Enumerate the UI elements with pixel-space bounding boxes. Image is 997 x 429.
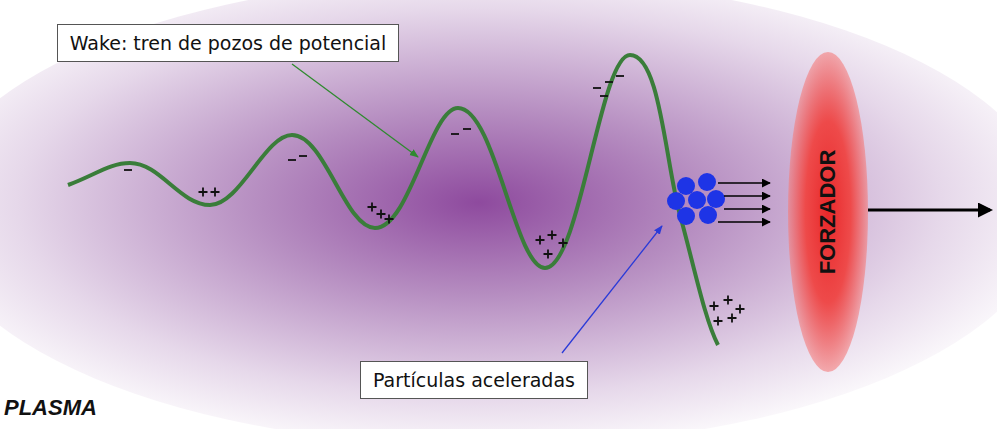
positive-charge [710,302,719,311]
particle [667,192,685,210]
negative-charge [451,133,459,135]
positive-charge [728,314,737,323]
velocity-arrow [718,182,770,184]
driver-pulse: FORZADOR [788,52,868,372]
velocity-arrow [724,208,770,210]
negative-charge [463,128,471,130]
particle [688,191,706,209]
particle [707,190,725,208]
particle-bunch [667,173,725,225]
positive-charge [714,317,723,326]
velocity-arrow [718,221,770,223]
callout-text: Partículas aceleradas [373,369,575,391]
driver-label: FORZADOR [815,150,841,275]
driver-direction-arrow [868,209,990,212]
particle [699,206,717,224]
negative-charge [124,169,132,171]
positive-charge [559,239,568,248]
positive-charge [377,210,386,219]
leader-line [292,64,418,157]
leader-line [562,226,662,353]
charge-symbols [124,76,745,326]
positive-charge [536,236,545,245]
callout-text: Wake: tren de pozos de potencial [70,32,387,54]
negative-charge [299,155,307,157]
positive-charge [199,188,208,197]
negative-charge [600,95,608,97]
positive-charge [544,250,553,259]
positive-charge [211,188,220,197]
particle [677,207,695,225]
negative-charge [616,75,624,77]
velocity-arrows [718,183,770,222]
positive-charge [736,305,745,314]
wake-wave [68,55,718,345]
velocity-arrow [724,195,770,197]
positive-charge [368,203,377,212]
positive-charge [385,215,394,224]
negative-charge [593,87,601,89]
positive-charge [548,231,557,240]
particle [677,177,695,195]
positive-charge [724,296,733,305]
negative-charge [288,159,296,161]
callout-box: Partículas aceleradas [360,361,588,400]
particle [698,173,716,191]
negative-charge [605,81,613,83]
callout-box: Wake: tren de pozos de potencial [57,24,400,63]
region-label: PLASMA [4,395,97,421]
